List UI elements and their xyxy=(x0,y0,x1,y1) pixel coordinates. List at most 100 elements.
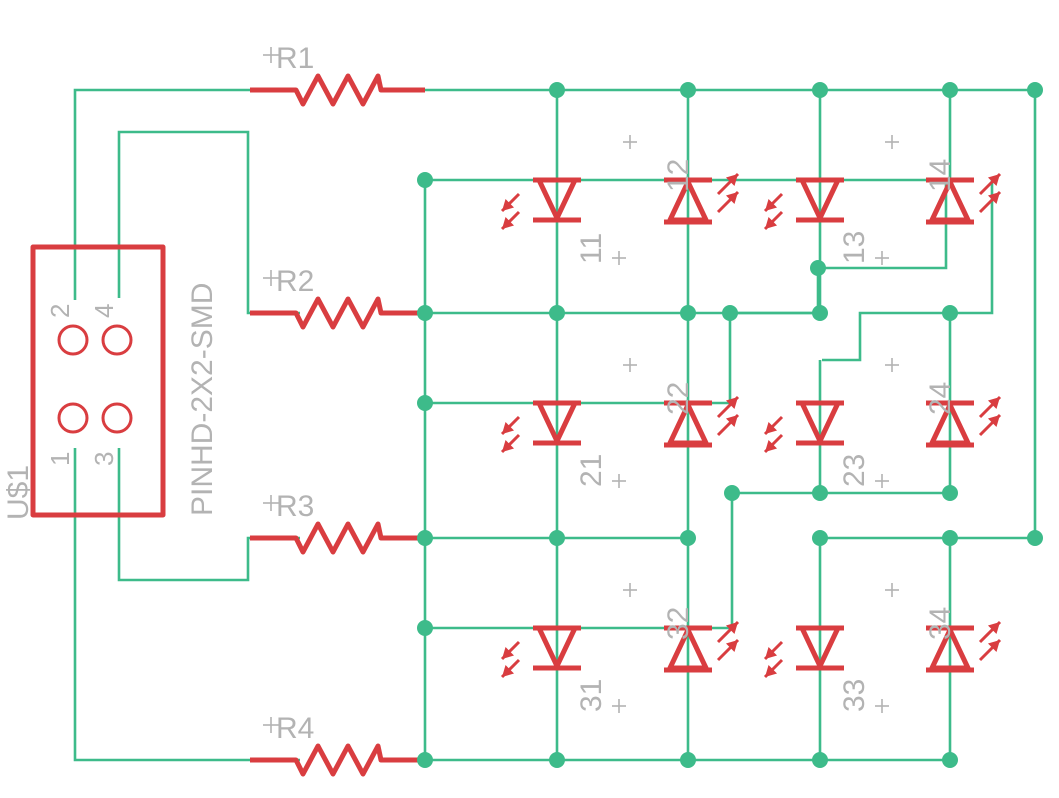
junction-dot xyxy=(680,752,696,768)
junction-dot xyxy=(812,485,828,501)
led-22[interactable]: 22 xyxy=(623,358,740,448)
led-label: 12 xyxy=(662,159,695,192)
resistor-r3[interactable]: R3 xyxy=(250,490,425,555)
led-label: 21 xyxy=(575,454,608,487)
junction-dot xyxy=(549,530,565,546)
light-ray-head xyxy=(765,421,778,434)
led-11[interactable]: 11 xyxy=(500,177,626,265)
led-label: 32 xyxy=(662,607,695,640)
led-14[interactable]: 14 xyxy=(885,135,1002,225)
light-ray-head xyxy=(987,640,1000,653)
junction-dot xyxy=(549,305,565,321)
junction-dot xyxy=(417,305,433,321)
light-ray-head xyxy=(725,415,738,428)
junction-dot xyxy=(942,530,958,546)
led-label: 24 xyxy=(924,382,957,415)
light-ray-head xyxy=(765,646,778,659)
junction-dot xyxy=(810,260,826,276)
led-label: 34 xyxy=(924,607,957,640)
junction-dot xyxy=(680,305,696,321)
header-name-label: U$1 xyxy=(2,465,35,520)
light-ray-head xyxy=(502,216,515,229)
resistor-label: R4 xyxy=(276,712,314,745)
led-label: 14 xyxy=(924,159,957,192)
led-label: 23 xyxy=(838,454,871,487)
led-24[interactable]: 24 xyxy=(885,358,1002,448)
wire-trace xyxy=(818,180,948,270)
junction-dot xyxy=(942,305,958,321)
pin-header-u1[interactable]: 2 4 1 3 U$1 PINHD-2X2-SMD xyxy=(2,244,219,520)
light-ray-head xyxy=(987,622,1000,635)
light-ray-head xyxy=(725,192,738,205)
led-label: 11 xyxy=(575,233,608,264)
led-13[interactable]: 13 xyxy=(763,177,889,265)
light-ray-head xyxy=(502,198,515,211)
led-34[interactable]: 34 xyxy=(885,583,1002,673)
junction-dot xyxy=(680,530,696,546)
light-ray-head xyxy=(502,439,515,452)
wire-trace xyxy=(73,448,300,762)
junction-dot xyxy=(812,752,828,768)
junction-dot xyxy=(417,395,433,411)
light-ray-head xyxy=(502,421,515,434)
led-label: 33 xyxy=(838,679,871,712)
led-12[interactable]: 12 xyxy=(623,135,740,225)
junction-dot xyxy=(1027,82,1043,98)
light-ray-head xyxy=(987,415,1000,428)
junction-dot xyxy=(812,530,828,546)
led-triangle xyxy=(799,177,841,221)
resistor-zigzag xyxy=(250,73,425,107)
junction-dot xyxy=(549,752,565,768)
header-pin-label: 2 xyxy=(45,304,75,318)
junction-dot xyxy=(680,82,696,98)
junction-dot xyxy=(724,485,740,501)
resistor-label: R1 xyxy=(276,42,314,75)
wire-trace xyxy=(73,88,250,300)
led-label: 22 xyxy=(662,382,695,415)
light-ray-head xyxy=(987,192,1000,205)
light-ray-head xyxy=(725,174,738,187)
junction-dot xyxy=(549,82,565,98)
junction-dot xyxy=(722,305,738,321)
led-triangle xyxy=(536,177,578,221)
led-label: 13 xyxy=(838,231,871,264)
led-triangle xyxy=(799,625,841,669)
light-ray-head xyxy=(725,397,738,410)
junctions xyxy=(417,82,1043,768)
header-pin-2-pad xyxy=(57,324,89,356)
header-outline xyxy=(30,244,166,518)
junction-dot xyxy=(417,620,433,636)
junction-dot xyxy=(417,172,433,188)
led-21[interactable]: 21 xyxy=(500,400,626,488)
light-ray-head xyxy=(765,439,778,452)
light-ray-head xyxy=(987,174,1000,187)
light-ray-head xyxy=(987,397,1000,410)
resistor-label: R2 xyxy=(276,265,314,298)
light-ray-head xyxy=(765,216,778,229)
led-33[interactable]: 33 xyxy=(763,625,889,713)
light-ray-head xyxy=(765,198,778,211)
resistor-r4[interactable]: R4 xyxy=(250,712,425,777)
led-triangle xyxy=(799,400,841,444)
led-32[interactable]: 32 xyxy=(623,583,740,673)
header-pin-1-pad xyxy=(57,402,89,434)
resistor-r1[interactable]: R1 xyxy=(250,42,425,107)
led-23[interactable]: 23 xyxy=(763,400,889,488)
light-ray-head xyxy=(725,640,738,653)
header-pin-3-pad xyxy=(101,402,133,434)
junction-dot xyxy=(417,752,433,768)
led-label: 31 xyxy=(575,679,608,712)
light-ray-head xyxy=(725,622,738,635)
resistor-r2[interactable]: R2 xyxy=(250,265,425,330)
header-pin-label: 4 xyxy=(89,304,119,318)
header-pin-label: 3 xyxy=(89,452,119,466)
junction-dot xyxy=(942,752,958,768)
resistor-zigzag xyxy=(250,521,425,555)
junction-dot xyxy=(812,305,828,321)
junction-dot xyxy=(417,530,433,546)
led-31[interactable]: 31 xyxy=(500,625,626,713)
junction-dot xyxy=(942,82,958,98)
light-ray-head xyxy=(502,646,515,659)
